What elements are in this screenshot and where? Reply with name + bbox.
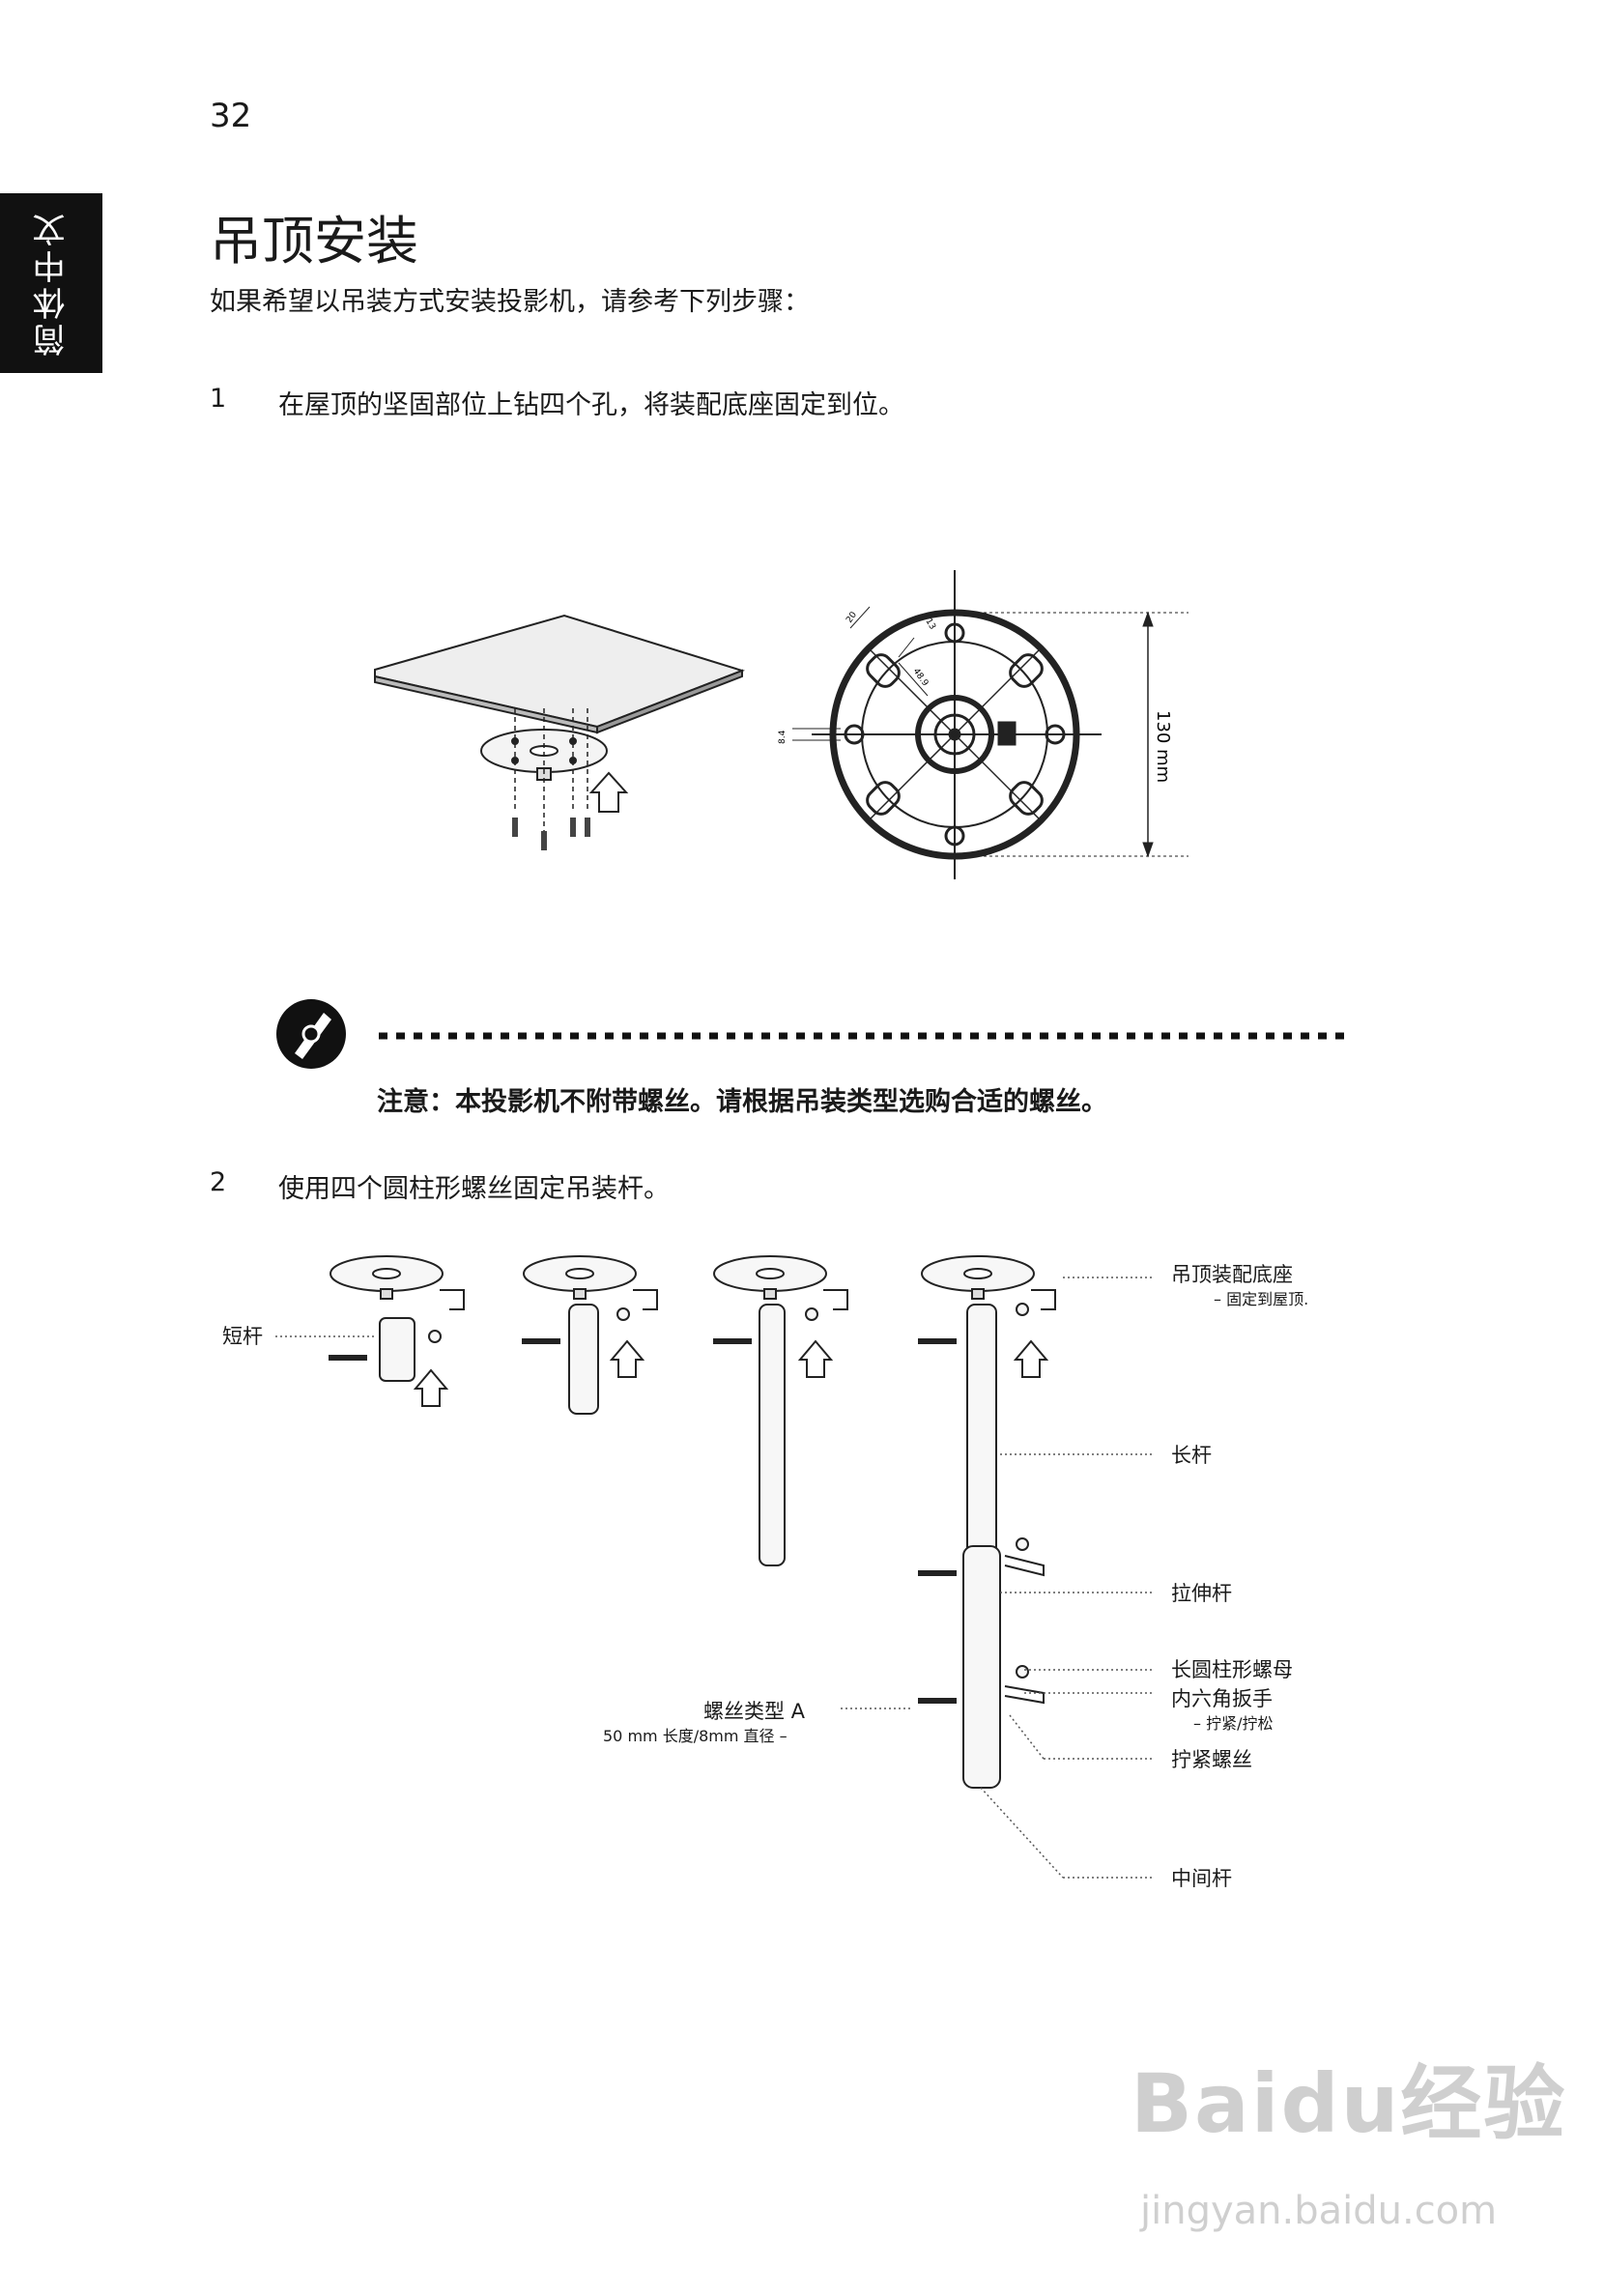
label-short-rod: 短杆 — [222, 1325, 263, 1348]
rod-assembly-1 — [329, 1255, 465, 1382]
label-screw-type: 螺丝类型 A — [703, 1700, 806, 1723]
label-ceiling-mount: 吊顶装配底座 — [1171, 1263, 1293, 1286]
up-arrow-icon — [797, 1339, 834, 1378]
label-extension-rod: 拉伸杆 — [1171, 1582, 1232, 1605]
page-number: 32 — [210, 97, 252, 135]
label-tighten-screw: 拧紧螺丝 — [1171, 1748, 1252, 1771]
label-hex-wrench-sub: – 拧紧/拧松 — [1193, 1714, 1274, 1733]
watermark-url: jingyan.baidu.com — [1140, 2189, 1498, 2233]
dim-13: 13 — [923, 617, 936, 632]
language-side-tab: 简体中文 — [0, 193, 102, 373]
label-hex-wrench: 内六角扳手 — [1171, 1687, 1273, 1710]
step-2-text: 使用四个圆柱形螺丝固定吊装杆。 — [278, 1174, 670, 1204]
screw-guides — [514, 708, 588, 831]
side-tab-label: 简体中文 — [32, 210, 72, 357]
dim-48-9: 48.9 — [911, 667, 931, 688]
rod-assembly-4 — [918, 1255, 1056, 1789]
dim-8-4: 8.4 — [778, 730, 788, 744]
intro-text: 如果希望以吊装方式安装投影机，请参考下列步骤： — [210, 287, 810, 317]
label-ceiling-mount-sub: – 固定到屋顶. — [1214, 1290, 1309, 1308]
step-1-number: 1 — [210, 384, 227, 414]
watermark-logo: Baidu经验 — [1131, 2056, 1567, 2151]
label-middle-rod: 中间杆 — [1171, 1867, 1232, 1890]
up-arrow-icon — [609, 1339, 645, 1378]
step-2-number: 2 — [210, 1167, 227, 1197]
up-arrow-icon — [588, 771, 629, 813]
screws — [512, 818, 590, 850]
up-arrow-icon — [413, 1368, 449, 1407]
step-1-text: 在屋顶的坚固部位上钻四个孔，将装配底座固定到位。 — [278, 390, 904, 420]
label-long-rod: 长杆 — [1171, 1444, 1212, 1467]
note-icon — [276, 999, 346, 1069]
label-long-nut: 长圆柱形螺母 — [1171, 1658, 1293, 1681]
rod-assembly-3 — [713, 1255, 848, 1566]
dim-130mm: 130 mm — [1153, 710, 1173, 783]
base-plate-top-view — [792, 570, 1189, 879]
ceiling-panel — [374, 614, 746, 734]
dim-20: 20 — [845, 610, 859, 624]
base-plate — [480, 729, 608, 781]
up-arrow-icon — [1013, 1339, 1049, 1378]
rod-assembly-2 — [522, 1255, 658, 1415]
leader-lines — [275, 1277, 1155, 1879]
note-text: 注意：本投影机不附带螺丝。请根据吊装类型选购合适的螺丝。 — [377, 1087, 1107, 1117]
label-screw-spec: 50 mm 长度/8mm 直径 – — [603, 1727, 788, 1745]
page-title: 吊顶安装 — [210, 211, 418, 272]
